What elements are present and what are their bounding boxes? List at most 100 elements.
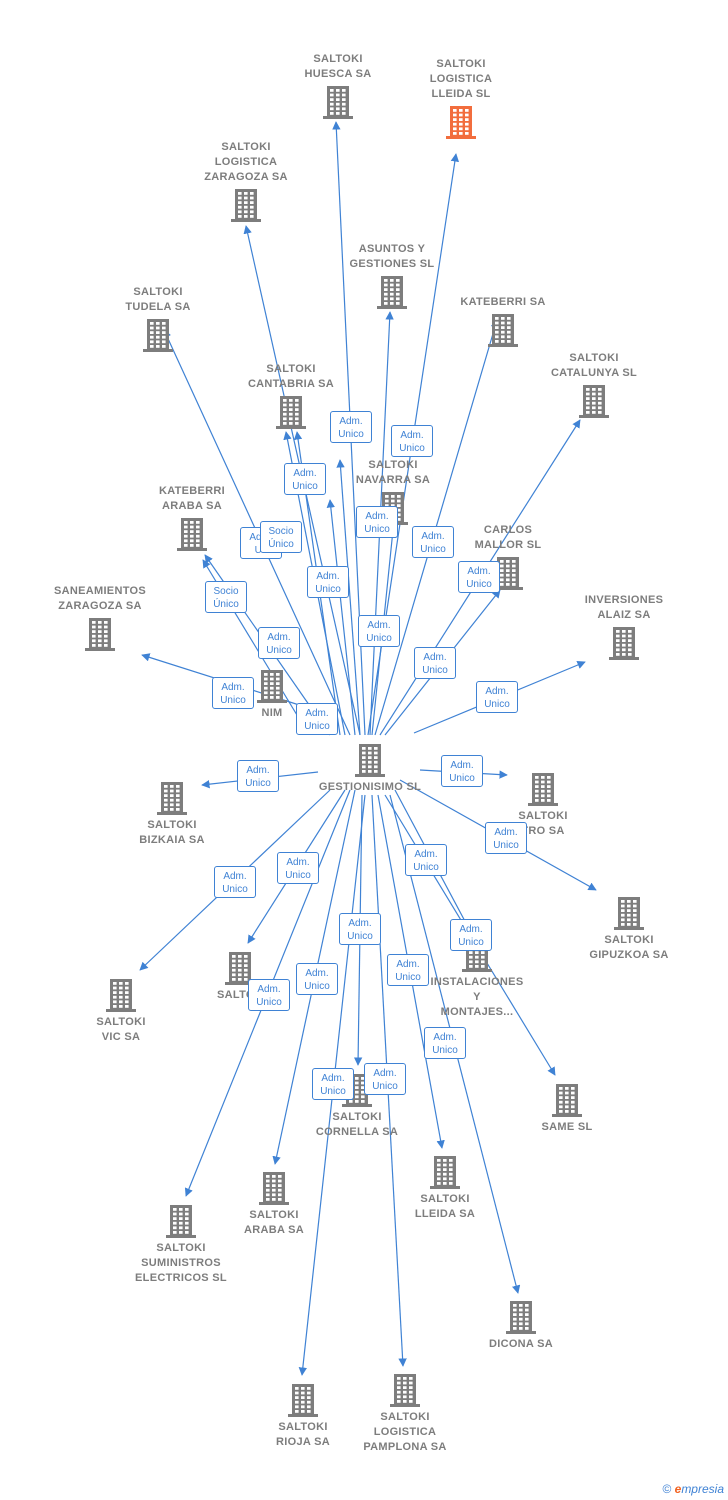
relation-badge[interactable]: Adm. Unico xyxy=(258,627,300,659)
relation-badge[interactable]: Adm.Unico xyxy=(441,755,483,787)
company-node[interactable]: SALTOKI HUESCA SA xyxy=(268,52,408,122)
company-node[interactable]: INVERSIONES ALAIZ SA xyxy=(554,593,694,663)
relation-badge[interactable]: Adm.Unico xyxy=(296,963,338,995)
company-name: SALTOKI RIOJA SA xyxy=(276,1421,330,1448)
relation-badge-line: Unico xyxy=(285,870,311,881)
company-name: GESTIONISIMO SL xyxy=(318,781,422,793)
relation-badge-line: Adm. xyxy=(321,1073,345,1084)
relation-badge[interactable]: Adm.Unico xyxy=(414,647,456,679)
relation-badge[interactable]: Adm.Unico xyxy=(391,425,433,457)
company-node[interactable]: SALTOKI SUMINISTROS ELECTRICOS SL xyxy=(111,1201,251,1286)
building-icon xyxy=(355,744,385,777)
relation-badge-line: Unico xyxy=(256,997,282,1008)
company-node[interactable]: SAME SL xyxy=(497,1080,637,1135)
relation-badge-line: Unico xyxy=(395,972,421,983)
building-icon xyxy=(506,1301,536,1334)
company-node[interactable]: GESTIONISIMO SL xyxy=(300,740,440,795)
relation-badge[interactable]: Adm.Unico xyxy=(307,566,349,598)
relation-badge-line: Adm. xyxy=(286,857,310,868)
company-node[interactable]: SALTOKI CATALUNYA SL xyxy=(524,351,664,421)
company-node[interactable]: SALTOKI LOGISTICA LLEIDA SL xyxy=(391,57,531,142)
relation-badge-line: Adm. xyxy=(433,1032,457,1043)
building-icon xyxy=(106,979,136,1012)
relation-badge[interactable]: Adm.Unico xyxy=(387,954,429,986)
relation-badge-line: Unico xyxy=(366,633,392,644)
relation-badge[interactable]: Adm. Unico xyxy=(312,1068,354,1100)
company-node[interactable]: SALTOKI LLEIDA SA xyxy=(375,1152,515,1222)
relation-badge[interactable]: Adm. Unico xyxy=(458,561,500,593)
relation-badge[interactable]: Adm.Unico xyxy=(476,681,518,713)
relation-badge-line: Unico xyxy=(364,524,390,535)
company-node[interactable]: SALTOKI LOGISTICA PAMPLONA SA xyxy=(335,1370,475,1455)
relation-badge-line: Unico xyxy=(304,721,330,732)
building-icon xyxy=(85,618,115,651)
relation-badge-line: Unico xyxy=(484,699,510,710)
relation-badge[interactable]: Adm.Unico xyxy=(248,979,290,1011)
relation-badge-line: Adm. xyxy=(267,632,291,643)
building-icon xyxy=(493,557,523,590)
relation-badge[interactable]: Adm.Unico xyxy=(358,615,400,647)
company-node[interactable]: ASUNTOS Y GESTIONES SL xyxy=(322,242,462,312)
company-node[interactable]: KATEBERRI ARABA SA xyxy=(122,484,262,554)
company-node[interactable]: DICONA SA xyxy=(451,1297,591,1352)
relation-badge-line: Unico xyxy=(320,1086,346,1097)
relation-badge[interactable]: Adm.Unico xyxy=(364,1063,406,1095)
company-name: SALTOKI LOGISTICA PAMPLONA SA xyxy=(363,1411,447,1453)
company-name: KATEBERRI ARABA SA xyxy=(158,485,226,512)
relation-badge[interactable]: Adm.Unico xyxy=(330,411,372,443)
company-node[interactable]: SALTOKI LOGISTICA ZARAGOZA SA xyxy=(176,140,316,225)
relation-badge[interactable]: Adm.Unico xyxy=(356,506,398,538)
company-node[interactable]: NIM xyxy=(202,666,342,721)
company-node[interactable]: SALTOKI ARABA SA xyxy=(204,1168,344,1238)
building-icon xyxy=(231,189,261,222)
company-node[interactable]: SALTOKI GIPUZKOA SA xyxy=(559,893,699,963)
company-name: SAME SL xyxy=(541,1121,593,1133)
building-icon xyxy=(609,627,639,660)
company-node[interactable]: SALTOKI TRO SA xyxy=(473,769,613,839)
company-name: SALTOKI LOGISTICA LLEIDA SL xyxy=(429,58,493,100)
company-node[interactable]: SALTOKI VIC SA xyxy=(51,975,191,1045)
relation-badge[interactable]: Adm.Unico xyxy=(214,866,256,898)
company-node[interactable]: SALTOKI TUDELA SA xyxy=(88,285,228,355)
relation-badge[interactable]: Adm.Unico xyxy=(296,703,338,735)
company-name: SANEAMIENTOS ZARAGOZA SA xyxy=(53,585,147,612)
relation-badge[interactable]: Adm. Unico xyxy=(277,852,319,884)
relation-badge[interactable]: Adm.Unico xyxy=(212,677,254,709)
relation-badge[interactable]: Adm.Unico xyxy=(424,1027,466,1059)
relation-badge-line: Adm. xyxy=(373,1068,397,1079)
relation-badge-line: Adm. xyxy=(339,416,363,427)
relation-badge[interactable]: Adm.Unico xyxy=(405,844,447,876)
brand-first-letter: e xyxy=(674,1482,682,1496)
company-node[interactable]: SALTOKI BIZKAIA SA xyxy=(102,778,242,848)
relation-badge[interactable]: Adm.Unico xyxy=(237,760,279,792)
relation-badge-line: Socio xyxy=(268,526,294,537)
company-name: SALTOKI CANTABRIA SA xyxy=(247,363,335,390)
company-node[interactable]: CARLOS MALLOR SL xyxy=(438,523,578,593)
company-node[interactable]: SANEAMIENTOS ZARAGOZA SA xyxy=(30,584,170,654)
relation-badge[interactable]: Adm.Unico xyxy=(284,463,326,495)
company-node[interactable]: KATEBERRI SA xyxy=(433,295,573,350)
building-icon xyxy=(390,1374,420,1407)
company-name: SALTOKI SUMINISTROS ELECTRICOS SL xyxy=(135,1242,227,1284)
relation-badge-line: Único xyxy=(213,599,239,610)
relation-badge[interactable]: Adm.Unico xyxy=(450,919,492,951)
company-node[interactable]: SALTOKI CANTABRIA SA xyxy=(221,362,361,432)
company-node[interactable]: SALTOKI CORNELLA SA xyxy=(287,1070,427,1140)
relation-badge-line: Adm. xyxy=(467,566,491,577)
relation-badge[interactable]: Adm.Unico xyxy=(339,913,381,945)
company-node[interactable]: SALTOKI RIOJA SA xyxy=(233,1380,373,1450)
relation-badge-line: Unico xyxy=(245,778,271,789)
relation-badge-line: Adm. xyxy=(305,968,329,979)
relation-badge[interactable]: Adm.Unico xyxy=(412,526,454,558)
company-name: CARLOS MALLOR SL xyxy=(474,524,542,551)
relation-badge-line: Unico xyxy=(466,579,492,590)
relation-badge-line: Adm. xyxy=(348,918,372,929)
relation-badge-line: Unico xyxy=(266,645,292,656)
footer-brand[interactable]: © empresia xyxy=(662,1482,724,1496)
relation-badge[interactable]: Adm.Unico xyxy=(485,822,527,854)
company-name: ASUNTOS Y GESTIONES SL xyxy=(349,243,435,270)
relation-badge-line: Adm. xyxy=(223,871,247,882)
company-name: SALTOKI LLEIDA SA xyxy=(414,1193,476,1220)
